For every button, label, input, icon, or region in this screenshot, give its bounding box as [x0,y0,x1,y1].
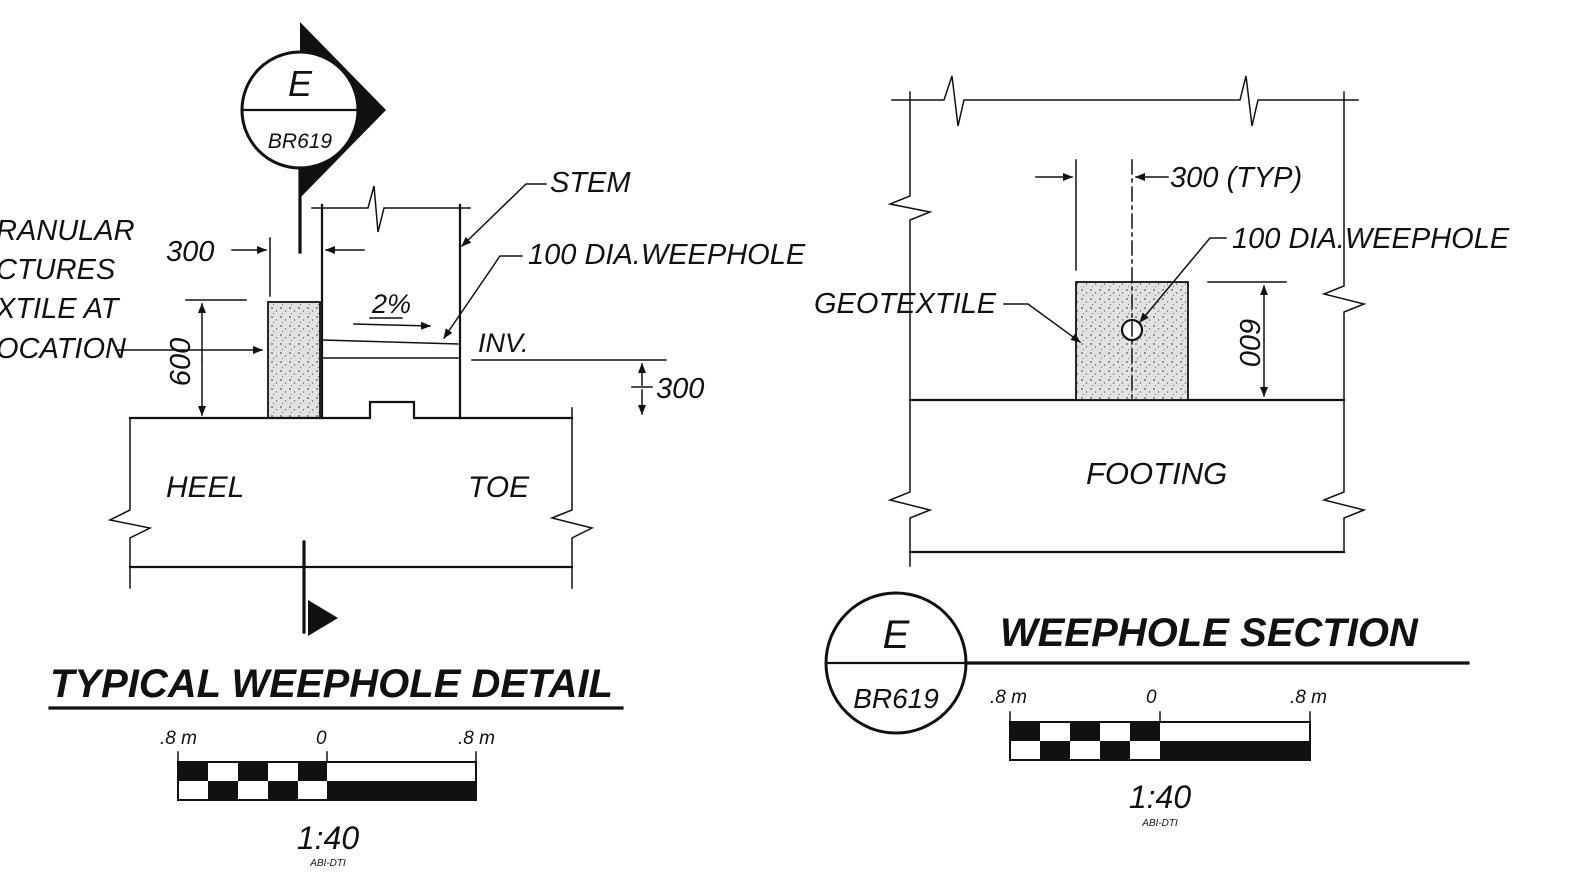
scale-ratio-right: 1:40 [1129,779,1191,815]
geotextile-text: GEOTEXTILE [814,288,997,320]
weephole-callout-left: 100 DIA.WEEPHOLE [442,239,806,340]
footing-label: FOOTING [1086,456,1227,491]
section-cut-marker [302,540,338,636]
weephole-callout-right: 100 DIA.WEEPHOLE [1138,223,1510,324]
weephole-text-right: 100 DIA.WEEPHOLE [1232,223,1510,255]
stem-callout: STEM [460,167,631,248]
section-title: WEEPHOLE SECTION [1000,611,1419,655]
section-callout-left: E BR619 [240,22,386,254]
slope-text: 2% [371,289,411,319]
scale-left-label: .8 m [160,728,197,749]
dimension-600-right: 600 [1207,281,1287,397]
scale-ratio: 1:40 [297,820,359,856]
dimension-300-typ: 300 (TYP) [1035,159,1302,271]
gravel-pocket [267,301,321,419]
heel-label: HEEL [166,471,244,504]
callout-sheet-right: BR619 [853,683,939,714]
scale-zero-label: 0 [316,728,327,749]
dimension-600-left: 600 [165,299,247,416]
scale-ref-right: ABI-DTI [1141,818,1178,829]
stem-wall [311,185,471,420]
dim-300-text: 300 [166,236,214,268]
dimension-300-top: 300 [166,236,365,297]
callout-sheet: BR619 [268,130,333,153]
callout-letter-right: E [883,613,911,657]
scale-ref: ABI-DTI [309,858,346,869]
scale-zero-label-right: 0 [1146,687,1157,708]
inv-text: INV. [478,328,529,358]
stem-text: STEM [550,167,631,199]
footing-left [107,400,595,589]
weephole-section: 300 (TYP) 100 DIA.WEEPHOLE GEOTEXTILE 60… [814,75,1510,829]
weephole-text-left: 100 DIA.WEEPHOLE [528,239,806,271]
dim-300-typ-text: 300 (TYP) [1170,162,1302,194]
weephole-pipe [321,339,459,359]
scale-bar-left: .8 m 0 .8 m 1:40 ABI-DTI [160,728,495,869]
typical-weephole-detail: E BR619 RANULAR CTURES XTILE AT OCATION [0,22,806,869]
wall-elevation [887,75,1367,567]
scale-right-label-right: .8 m [1290,687,1327,708]
scale-bar-right: .8 m 0 .8 m 1:40 ABI-DTI [990,687,1327,829]
note-line-3: XTILE AT [0,293,121,325]
dim-300-right-text: 300 [656,373,704,405]
note-line-2: CTURES [0,254,116,286]
geotextile-note: RANULAR CTURES XTILE AT OCATION [0,215,263,365]
scale-left-label-right: .8 m [990,687,1027,708]
callout-letter: E [288,63,313,104]
dim-600-right-text: 600 [1233,318,1265,366]
geotextile-callout: GEOTEXTILE [814,288,1082,344]
toe-label: TOE [468,471,530,504]
slope-indicator: 2% [353,289,431,330]
invert-dimension: INV. 300 [471,328,704,415]
detail-title: TYPICAL WEEPHOLE DETAIL [50,662,613,706]
scale-right-label: .8 m [458,728,495,749]
note-line-1: RANULAR [0,215,135,247]
dim-600-text: 600 [165,338,197,386]
section-callout-right: E BR619 [824,591,968,735]
note-line-4: OCATION [0,333,126,365]
